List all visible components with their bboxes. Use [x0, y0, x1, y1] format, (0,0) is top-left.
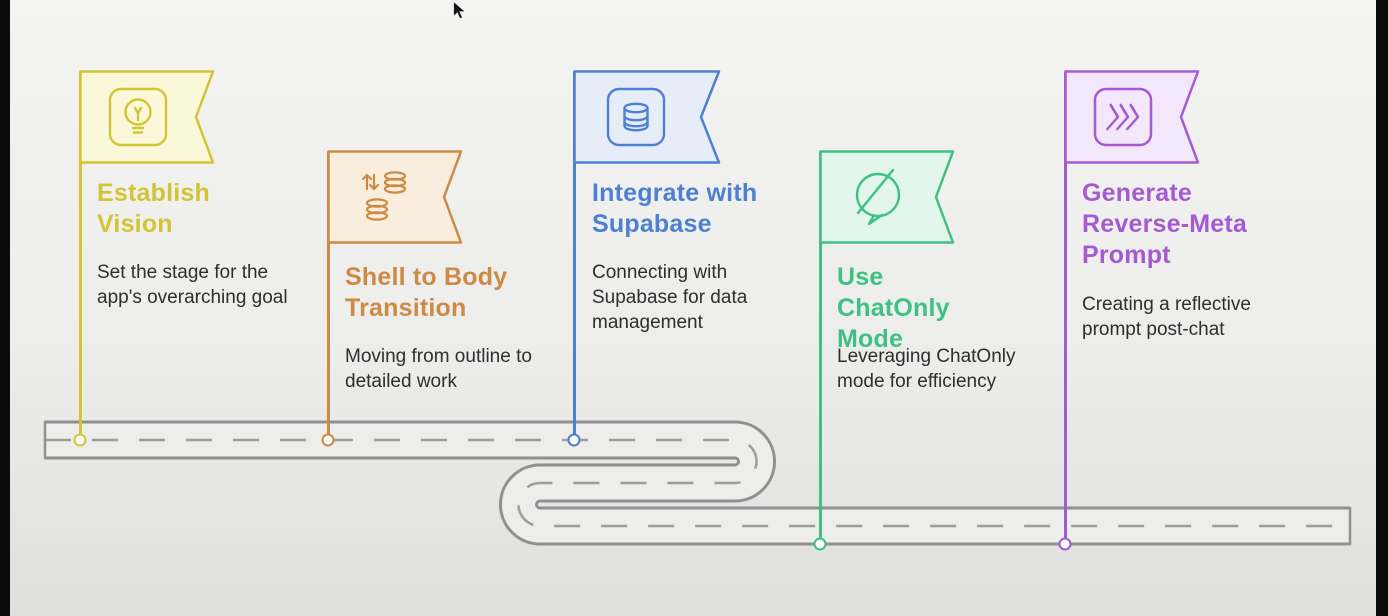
milestone-description: Connecting with Supabase for data manage…	[592, 262, 748, 334]
flag-banner	[819, 150, 955, 244]
road-node	[73, 433, 87, 447]
chat-disabled-icon	[855, 168, 901, 226]
flag-banner	[1064, 70, 1200, 164]
flag-pole	[573, 71, 576, 440]
road-node	[813, 537, 827, 551]
milestone-title: Use ChatOnly Mode	[837, 263, 950, 353]
milestone-description: Leveraging ChatOnly mode for efficiency	[837, 346, 1016, 393]
right-edge-bar	[1376, 0, 1388, 616]
flag-pole	[327, 151, 330, 440]
flag-pole	[79, 71, 82, 440]
milestone-title: Integrate with Supabase	[592, 179, 758, 238]
flag-banner	[327, 150, 463, 244]
road-node	[321, 433, 335, 447]
mouse-cursor	[453, 1, 467, 20]
chevrons-icon	[1093, 87, 1153, 147]
milestone-title: Establish Vision	[97, 179, 210, 238]
road-node	[1058, 537, 1072, 551]
lightbulb-icon	[108, 87, 168, 147]
milestone-description: Creating a reflective prompt post-chat	[1082, 294, 1251, 341]
database-icon	[606, 87, 666, 147]
flag-pole	[819, 151, 822, 544]
road-node	[567, 433, 581, 447]
milestone-title: Generate Reverse-Meta Prompt	[1082, 179, 1247, 269]
milestone-description: Moving from outline to detailed work	[345, 346, 532, 393]
left-edge-bar	[0, 0, 10, 616]
flag-pole	[1064, 71, 1067, 544]
data-stacks-transfer-icon	[361, 171, 407, 221]
milestone-title: Shell to Body Transition	[345, 263, 508, 322]
flag-banner	[79, 70, 215, 164]
milestone-description: Set the stage for the app's overarching …	[97, 262, 288, 309]
